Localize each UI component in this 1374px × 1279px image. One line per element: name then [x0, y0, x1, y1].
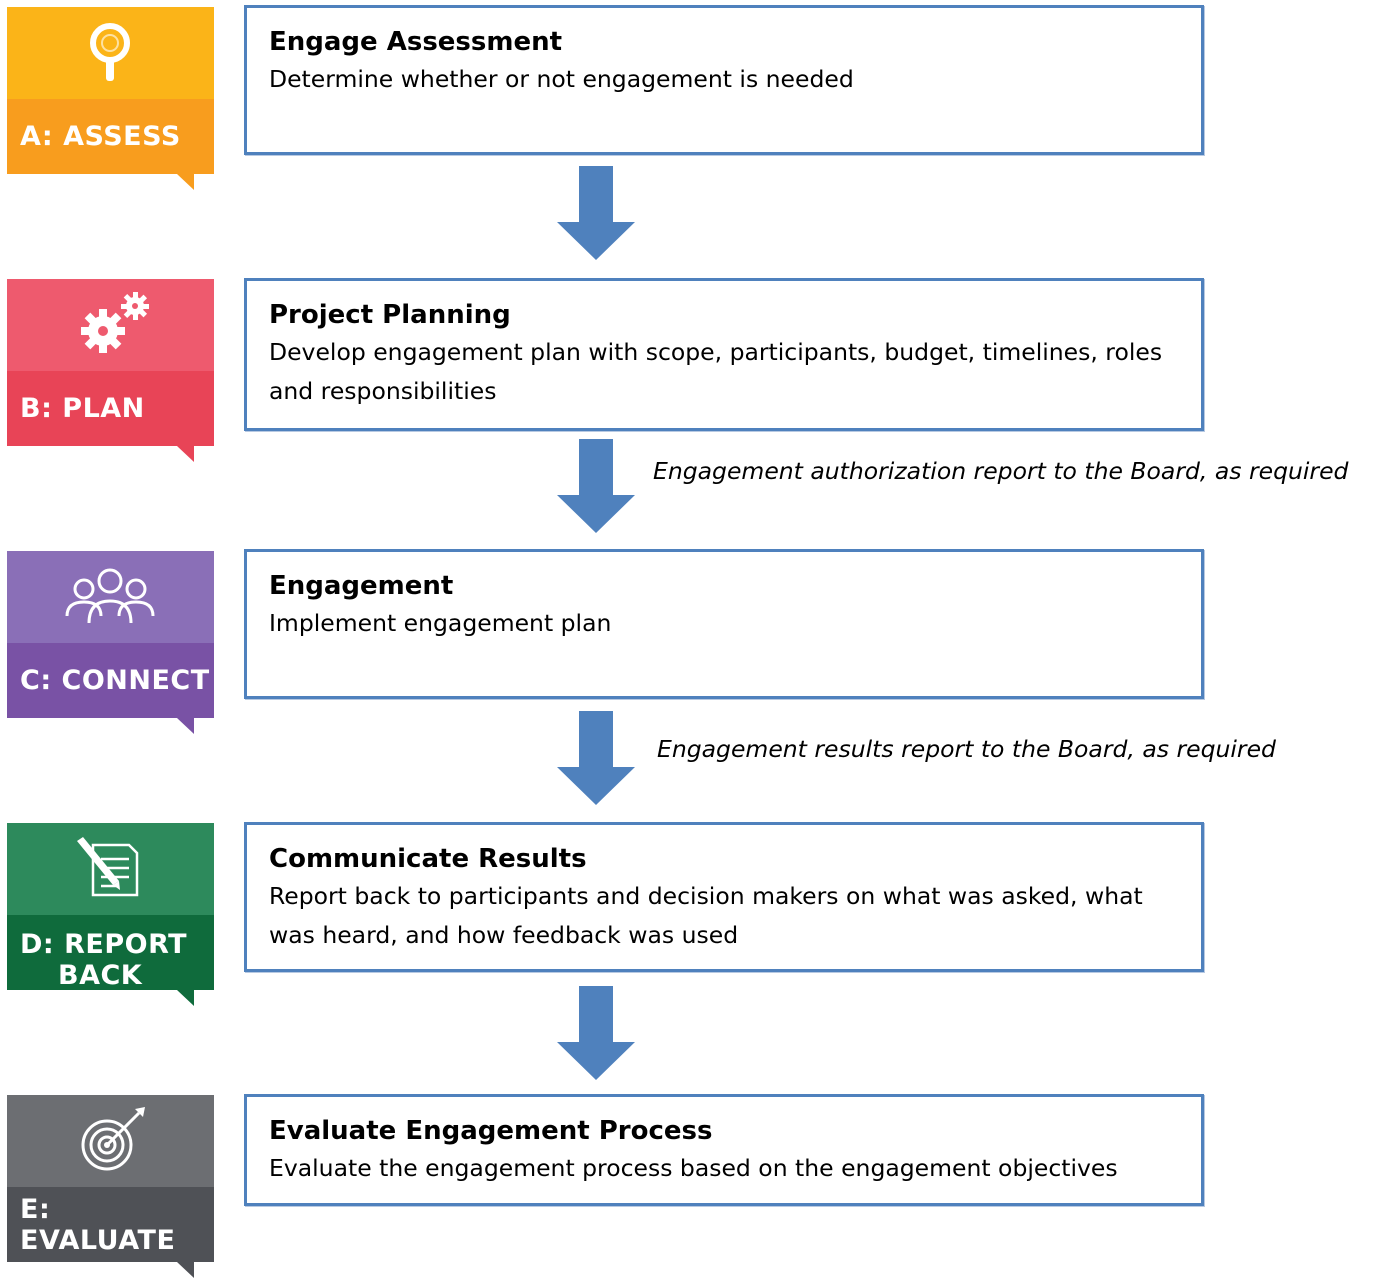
stage-label-line-1: D: REPORT — [20, 929, 188, 960]
stage-label: C: CONNECT — [20, 665, 210, 696]
step-box-communicate-results: Communicate Results Report back to parti… — [244, 822, 1204, 972]
badge-speech-tail — [177, 718, 194, 734]
stage-label: A: ASSESS — [20, 121, 181, 152]
badge-speech-tail — [177, 446, 194, 462]
step-description: Implement engagement plan — [269, 609, 612, 637]
badge-speech-tail — [177, 990, 194, 1006]
step-title: Project Planning — [269, 300, 511, 330]
magnifier-icon — [7, 7, 214, 99]
step-description: Develop engagement plan with scope, part… — [269, 331, 1179, 411]
badge-speech-tail — [177, 1262, 194, 1278]
step-description: Evaluate the engagement process based on… — [269, 1154, 1118, 1182]
gears-icon — [7, 279, 214, 371]
step-description-line-1: Develop engagement plan with scope, part… — [269, 338, 1163, 366]
stage-badge-plan: B: PLAN — [7, 279, 214, 462]
badge-speech-tail — [177, 174, 194, 190]
badge-top-panel — [7, 7, 214, 99]
step-title: Engagement — [269, 571, 454, 601]
step-description: Determine whether or not engagement is n… — [269, 65, 854, 93]
badge-bottom-panel — [7, 915, 214, 990]
down-arrow-icon — [557, 166, 635, 260]
badge-top-panel — [7, 551, 214, 643]
step-description-line-2: was heard, and how feedback was used — [269, 921, 739, 949]
arrow-note-authorization-report: Engagement authorization report to the B… — [653, 457, 1349, 485]
step-description-line-1: Report back to participants and decision… — [269, 882, 1143, 910]
step-box-evaluate-engagement-process: Evaluate Engagement Process Evaluate the… — [244, 1094, 1204, 1206]
arrow-note-results-report: Engagement results report to the Board, … — [657, 735, 1276, 763]
stage-label-line-2: BACK — [58, 960, 143, 991]
step-title: Evaluate Engagement Process — [269, 1116, 713, 1146]
step-description: Report back to participants and decision… — [269, 875, 1179, 955]
stage-badge-evaluate: E: EVALUATE — [7, 1095, 214, 1278]
down-arrow-icon — [557, 986, 635, 1080]
stage-badge-connect: C: CONNECT — [7, 551, 214, 734]
target-icon — [7, 1095, 214, 1187]
badge-bottom-panel — [7, 1187, 214, 1262]
step-description-line-2: and responsibilities — [269, 377, 497, 405]
stage-label: B: PLAN — [20, 393, 145, 424]
down-arrow-icon — [557, 711, 635, 805]
step-title: Communicate Results — [269, 844, 587, 874]
down-arrow-icon — [557, 439, 635, 533]
people-icon — [7, 551, 214, 643]
stage-label: D: REPORT BACK — [20, 915, 210, 991]
step-box-engage-assessment: Engage Assessment Determine whether or n… — [244, 5, 1204, 155]
badge-bottom-panel — [7, 371, 214, 446]
stage-badge-assess: A: ASSESS — [7, 7, 214, 190]
step-box-engagement: Engagement Implement engagement plan — [244, 549, 1204, 699]
step-box-project-planning: Project Planning Develop engagement plan… — [244, 278, 1204, 431]
document-pencil-icon — [7, 823, 214, 915]
stage-label: E: EVALUATE — [20, 1193, 176, 1256]
stage-badge-report-back: D: REPORT BACK — [7, 823, 214, 1006]
step-title: Engage Assessment — [269, 27, 563, 57]
badge-bottom-panel — [7, 99, 214, 174]
badge-bottom-panel — [7, 643, 214, 718]
